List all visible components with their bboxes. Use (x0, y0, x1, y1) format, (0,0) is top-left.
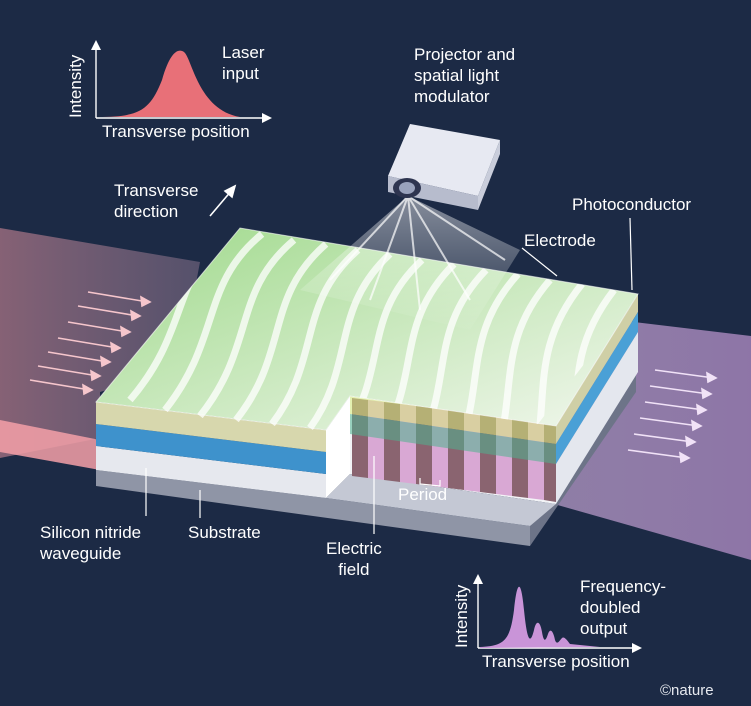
projector-light-cone (300, 196, 520, 330)
leader-lines (145, 217, 633, 534)
frequency-doubled-label: Frequency- doubled output (580, 577, 666, 638)
output-plot-ylabel: Intensity (452, 584, 471, 648)
nature-credit: ©nature (660, 682, 714, 699)
waveguide-front (96, 446, 326, 498)
period-label: Period (398, 485, 448, 504)
device-top-edge (95, 227, 639, 431)
electrode-label: Electrode (524, 231, 596, 250)
electric-field-label: Electric field (326, 539, 382, 579)
electrode-side (556, 294, 638, 444)
transverse-direction-arrow (209, 184, 237, 217)
laser-input-label: Laser input (222, 43, 265, 83)
device-top-surface (96, 228, 638, 430)
substrate-label: Substrate (188, 523, 261, 542)
photoconductor-label: Photoconductor (572, 195, 692, 214)
photoconductor-front (96, 424, 326, 474)
silicon-nitride-label: Silicon nitride waveguide (40, 523, 142, 563)
output-arrows (627, 369, 718, 464)
laser-input-curve (98, 50, 240, 117)
light-rays (329, 195, 506, 311)
input-beam-core (0, 420, 100, 470)
input-arrows (29, 291, 152, 396)
output-intensity-plot (473, 574, 642, 653)
electrode-front (96, 402, 326, 452)
output-curve (480, 586, 600, 648)
output-plot-xlabel: Transverse position (482, 652, 630, 671)
photoconductor-side (556, 312, 638, 464)
transverse-direction-label: Transverse direction (114, 181, 199, 221)
projector-label: Projector and spatial light modulator (414, 45, 516, 106)
input-beam (0, 228, 200, 458)
input-intensity-plot (91, 40, 272, 123)
waveguide-side (556, 332, 638, 504)
cutaway-layer-tints (350, 396, 556, 464)
substrate-front (96, 470, 530, 546)
cutaway-floor (326, 474, 556, 526)
input-plot-xlabel: Transverse position (102, 122, 250, 141)
projector-icon (388, 124, 500, 210)
input-plot-ylabel: Intensity (66, 54, 85, 118)
